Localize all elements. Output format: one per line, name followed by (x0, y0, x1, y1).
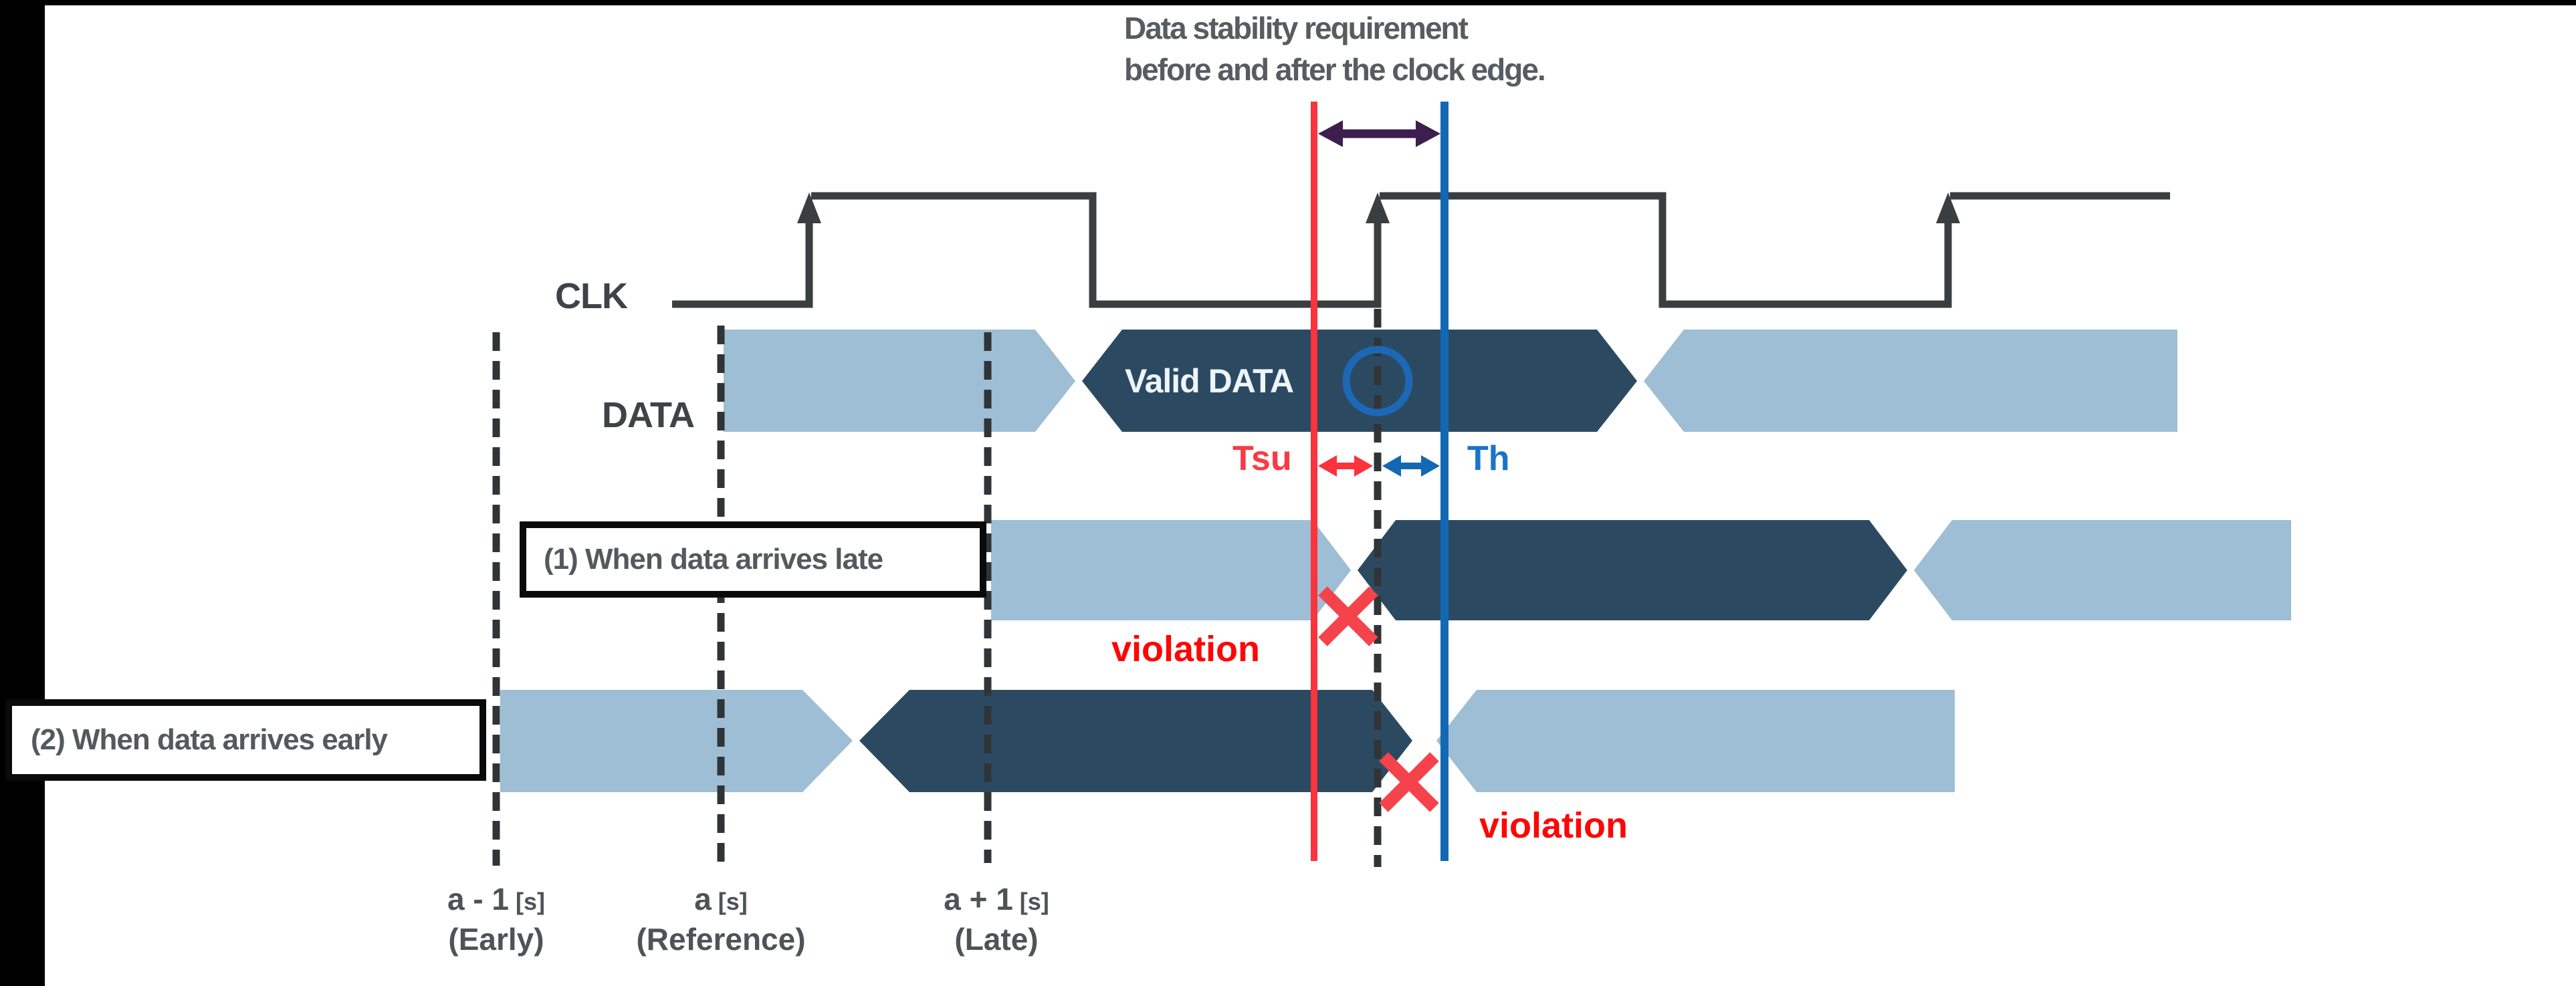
setup-time-label: Tsu (1232, 439, 1292, 478)
late-data-bus-row (991, 520, 2291, 620)
rising-edge-arrow-icon (1936, 193, 1960, 223)
sample-point-circle-icon (1342, 346, 1413, 416)
hold-window-arrow-icon (1382, 455, 1440, 477)
data-signal-label: DATA (602, 395, 695, 435)
early-data-bus-row (500, 690, 1955, 792)
late-bus-valid-segment (1358, 520, 1907, 620)
scenario-early-box: (2) When data arrives early (5, 699, 486, 781)
clock-waveform (672, 192, 2170, 308)
rising-edge-arrow-icon (1366, 193, 1390, 223)
clk-signal-label: CLK (555, 276, 628, 316)
valid-data-label: Valid DATA (1125, 362, 1294, 400)
stability-window-arrow-icon (1318, 120, 1440, 147)
data-bus-row (724, 330, 2177, 432)
clock-trace (672, 192, 2170, 308)
setup-violation-x-icon (1318, 586, 1378, 646)
time-axis-label-reference: a[s] (Reference) (587, 880, 855, 960)
rising-edge-arrow-icon (797, 193, 821, 223)
time-axis-name: (Early) (448, 921, 544, 957)
time-axis-value: a - 1[s] (447, 882, 546, 916)
early-bus-valid-segment (859, 690, 1412, 792)
scenario-late-box: (1) When data arrives late (520, 521, 986, 598)
time-axis-unit: [s] (718, 888, 748, 915)
scenario-early-label: (2) When data arrives early (31, 723, 388, 756)
time-axis-name: (Reference) (636, 921, 806, 957)
hold-violation-label: violation (1479, 806, 1628, 846)
time-axis-name: (Late) (954, 921, 1039, 957)
diagram-title-line1: Data stability requirement (1124, 11, 1469, 45)
early-bus-invalid-segment-left (500, 690, 853, 792)
hold-time-label: Th (1467, 439, 1510, 478)
data-bus-invalid-segment-right (1644, 330, 2177, 432)
setup-window-arrow-icon (1318, 455, 1373, 477)
late-bus-invalid-segment-right (1914, 520, 2291, 620)
time-axis-unit: [s] (516, 888, 546, 915)
time-axis-label-late: a + 1[s] (Late) (863, 880, 1130, 960)
data-bus-invalid-segment-left (724, 330, 1075, 432)
early-bus-invalid-segment-right (1436, 690, 1955, 792)
time-axis-value: a + 1[s] (944, 882, 1049, 916)
diagram-title: Data stability requirement before and af… (1124, 8, 1546, 90)
diagram-title-line2: before and after the clock edge. (1124, 51, 1546, 87)
left-frame-bar (0, 0, 45, 986)
time-axis-value: a[s] (694, 882, 748, 916)
late-bus-invalid-segment-left (991, 520, 1351, 620)
setup-violation-label: violation (1111, 629, 1261, 669)
hold-violation-x-icon (1379, 752, 1439, 812)
data-bus-valid-segment (1082, 330, 1637, 432)
time-axis-label-early: a - 1[s] (Early) (362, 880, 630, 960)
scenario-late-label: (1) When data arrives late (544, 543, 883, 576)
time-axis-unit: [s] (1019, 888, 1049, 915)
top-frame-bar (0, 0, 2576, 5)
